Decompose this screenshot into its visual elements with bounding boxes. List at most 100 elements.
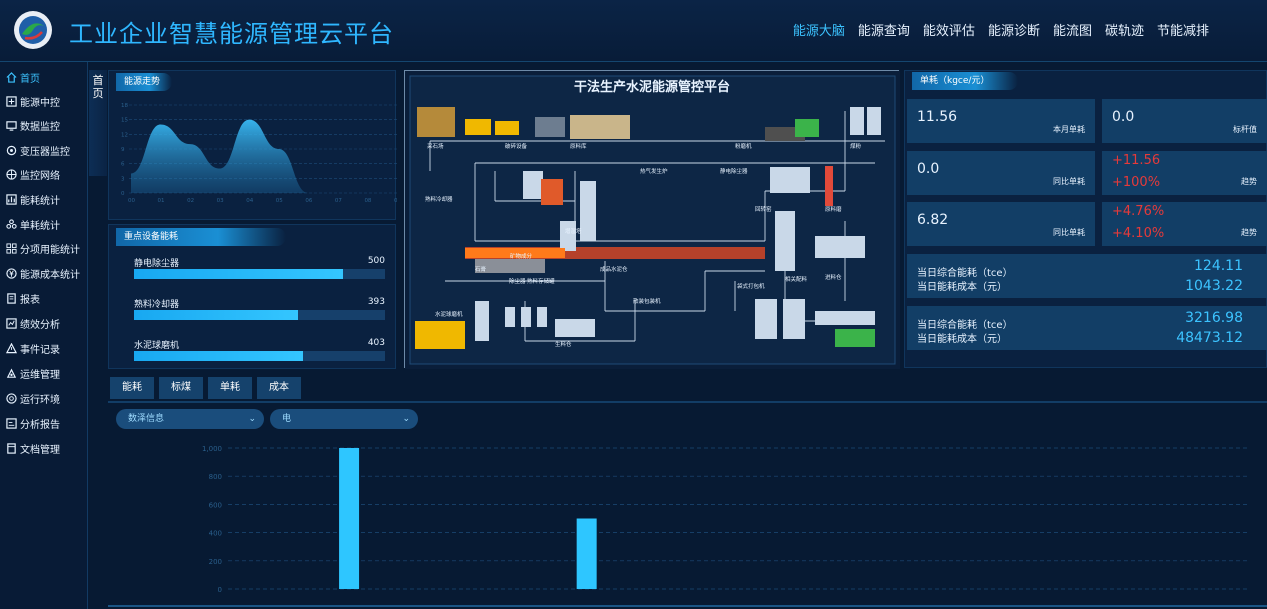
control-icon xyxy=(6,96,17,107)
sidebar-item-13[interactable]: 运行环境 xyxy=(6,391,60,406)
tab-1[interactable]: 标煤 xyxy=(159,377,203,399)
sidebar-item-6[interactable]: 单耗统计 xyxy=(6,217,60,232)
sidebar-item-8[interactable]: 能源成本统计 xyxy=(6,266,80,281)
chevron-down-icon: ⌄ xyxy=(248,414,256,424)
top-nav-item-4[interactable]: 能流图 xyxy=(1052,24,1092,39)
sidebar-item-5[interactable]: 能耗统计 xyxy=(6,192,60,207)
sidebar-item-9[interactable]: 报表 xyxy=(6,291,40,306)
diagram-label: 熟料冷却器 xyxy=(425,195,453,203)
sidebar-item-12[interactable]: 运维管理 xyxy=(6,366,60,381)
trend-y-tick: 12 xyxy=(121,132,128,138)
diagram-equipment xyxy=(417,107,455,137)
stats-icon xyxy=(6,194,17,205)
sidebar-item-10[interactable]: 绩效分析 xyxy=(6,316,60,331)
equipment-name: 熟料冷却器 xyxy=(134,300,180,310)
sidebar-item-1[interactable]: 能源中控 xyxy=(6,94,60,109)
sidebar-item-2[interactable]: 数据监控 xyxy=(6,118,60,133)
trend-x-tick: 02 xyxy=(187,198,194,204)
bottom-y-tick: 800 xyxy=(209,473,222,481)
diagram-equipment xyxy=(560,221,576,251)
daily-energy-label: 当日综合能耗（tce） xyxy=(917,320,1013,331)
chevron-down-icon: ⌄ xyxy=(402,414,410,424)
trend-x-tick: 00 xyxy=(128,198,135,204)
tab-2[interactable]: 单耗 xyxy=(208,377,252,399)
tab-3[interactable]: 成本 xyxy=(257,377,301,399)
diagram-equipment xyxy=(580,181,596,241)
sidebar-item-label: 绩效分析 xyxy=(20,320,60,331)
equipment-bar-row: 静电除尘器 500 xyxy=(134,256,387,280)
trend-y-tick: 9 xyxy=(121,147,125,153)
trend-up-percent: +4.10% xyxy=(1112,226,1165,241)
bottom-y-tick: 1,000 xyxy=(202,445,222,453)
transformer-icon xyxy=(6,145,17,156)
diagram-equipment xyxy=(465,119,491,135)
bottom-edge-line xyxy=(108,605,1267,607)
sidebar-item-3[interactable]: 变压器监控 xyxy=(6,143,70,158)
top-nav-item-6[interactable]: 节能减排 xyxy=(1156,24,1209,39)
sidebar-item-7[interactable]: 分项用能统计 xyxy=(6,241,80,256)
equipment-bar-track xyxy=(134,269,385,279)
top-nav: 能源大脑能源查询能效评估能源诊断能流图碳轨迹节能减排 xyxy=(793,20,1209,39)
sidebar-item-label: 分析报告 xyxy=(20,420,60,431)
top-nav-item-1[interactable]: 能源查询 xyxy=(857,24,910,39)
diagram-kiln-flame xyxy=(465,248,565,258)
top-nav-item-5[interactable]: 碳轨迹 xyxy=(1104,24,1144,39)
diagram-equipment xyxy=(570,115,630,139)
diagram-label: 水泥球磨机 xyxy=(435,310,463,318)
diagram-label: 散装包装机 xyxy=(633,297,661,305)
energy-trend-chart: 036912151800010203040506070809 xyxy=(121,103,397,204)
process-diagram: 干法生产水泥能源管控平台采石场破碎设备原料库粉磨机煤粉热气发生炉增湿塔静电除尘器… xyxy=(405,71,900,369)
diagram-equipment xyxy=(755,299,777,339)
warning-icon xyxy=(6,343,17,354)
sidebar-item-0[interactable]: 首页 xyxy=(6,70,40,85)
diagram-label: 热气发生炉 xyxy=(640,167,668,175)
equipment-value: 500 xyxy=(367,256,385,266)
tab-home[interactable]: 首页 xyxy=(89,70,107,176)
trend-y-tick: 6 xyxy=(121,162,125,168)
header: 工业企业智慧能源管理云平台 能源大脑能源查询能效评估能源诊断能流图碳轨迹节能减排 xyxy=(0,0,1267,62)
equipment-bar-fill xyxy=(134,351,303,361)
top-nav-item-2[interactable]: 能效评估 xyxy=(922,24,975,39)
analysis-icon xyxy=(6,418,17,429)
sidebar-item-label: 监控网络 xyxy=(20,171,60,182)
unit-cell-label: 本月单耗 xyxy=(1053,125,1085,134)
equipment-name: 静电除尘器 xyxy=(134,259,180,269)
trend-up-value: +4.76% xyxy=(1112,204,1165,219)
energy-type-select[interactable]: 电⌄ xyxy=(270,409,418,429)
trend-y-tick: 15 xyxy=(121,118,128,124)
sidebar-item-label: 运维管理 xyxy=(20,370,60,381)
monitor-icon xyxy=(6,121,17,131)
tab-0[interactable]: 能耗 xyxy=(110,377,154,399)
sidebar: 首页能源中控数据监控变压器监控监控网络能耗统计单耗统计分项用能统计能源成本统计报… xyxy=(0,62,88,609)
performance-icon xyxy=(6,318,17,329)
top-nav-item-3[interactable]: 能源诊断 xyxy=(987,24,1040,39)
sidebar-item-label: 单耗统计 xyxy=(20,221,60,232)
equipment-title: 重点设备能耗 xyxy=(116,228,286,246)
sidebar-item-15[interactable]: 文档管理 xyxy=(6,441,60,456)
sidebar-item-11[interactable]: 事件记录 xyxy=(6,341,60,356)
trend-up-percent: +100% xyxy=(1112,175,1161,190)
trend-y-tick: 3 xyxy=(121,176,125,182)
diagram-equipment xyxy=(555,319,595,337)
diagram-title: 干法生产水泥能源管控平台 xyxy=(574,79,730,95)
sidebar-item-label: 报表 xyxy=(20,295,40,306)
grid-icon xyxy=(6,243,17,254)
diagram-label: 原料库 xyxy=(570,142,587,150)
sidebar-item-4[interactable]: 监控网络 xyxy=(6,167,60,182)
sidebar-item-14[interactable]: 分析报告 xyxy=(6,416,60,431)
top-nav-item-0[interactable]: 能源大脑 xyxy=(792,24,845,39)
company-select[interactable]: 数泽信息⌄ xyxy=(116,409,264,429)
diagram-equipment xyxy=(537,307,547,327)
diagram-equipment xyxy=(835,329,875,347)
trend-y-tick: 0 xyxy=(121,191,125,197)
equipment-bar-fill xyxy=(134,310,299,320)
diagram-equipment xyxy=(815,236,865,258)
sidebar-item-label: 运行环境 xyxy=(20,395,60,406)
diagram-equipment xyxy=(505,307,515,327)
diagram-label: 静电除尘器 xyxy=(720,167,748,175)
